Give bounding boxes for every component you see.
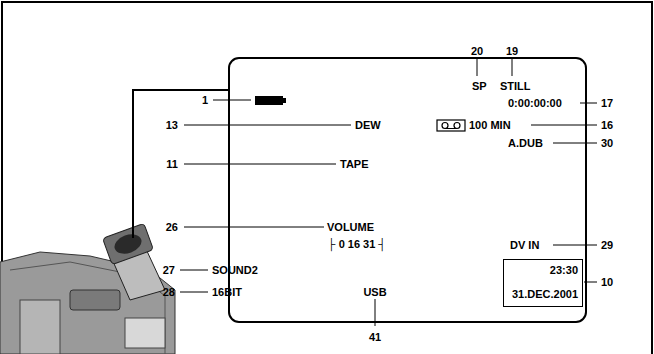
callout-number: 29 xyxy=(601,240,613,251)
clock-text: 31.DEC.2001 xyxy=(512,288,578,302)
clock-box: 23:30 31.DEC.2001 xyxy=(503,259,583,307)
display-text: SOUND2 xyxy=(212,265,258,276)
clock-text: 23:30 xyxy=(512,264,578,278)
callout-number: 30 xyxy=(601,138,613,149)
display-text: 16BIT xyxy=(212,287,242,298)
callout-number: 27 xyxy=(163,265,175,276)
callout-number: 13 xyxy=(166,120,178,131)
callout-number: 20 xyxy=(471,46,483,57)
display-text: DEW xyxy=(355,120,381,131)
callout-number: 1 xyxy=(202,95,208,106)
display-text: VOLUME xyxy=(327,222,374,233)
callout-number: 11 xyxy=(166,159,178,170)
display-text: 100 MIN xyxy=(469,120,511,131)
display-text: SP xyxy=(472,81,487,92)
volume-scale: ├ 0 16 31 ┤ xyxy=(328,239,386,250)
display-text: USB xyxy=(363,287,386,298)
display-text: TAPE xyxy=(340,159,369,170)
display-text: A.DUB xyxy=(508,138,543,149)
callout-number: 41 xyxy=(369,332,381,343)
callout-number: 17 xyxy=(601,98,613,109)
display-text: STILL xyxy=(500,81,531,92)
callout-number: 16 xyxy=(601,120,613,131)
callout-number: 28 xyxy=(163,287,175,298)
callout-number: 26 xyxy=(166,222,178,233)
display-text: DV IN xyxy=(510,240,539,251)
callout-number: 10 xyxy=(601,277,613,288)
display-text: 0:00:00:00 xyxy=(508,98,562,109)
callout-number: 19 xyxy=(506,46,518,57)
